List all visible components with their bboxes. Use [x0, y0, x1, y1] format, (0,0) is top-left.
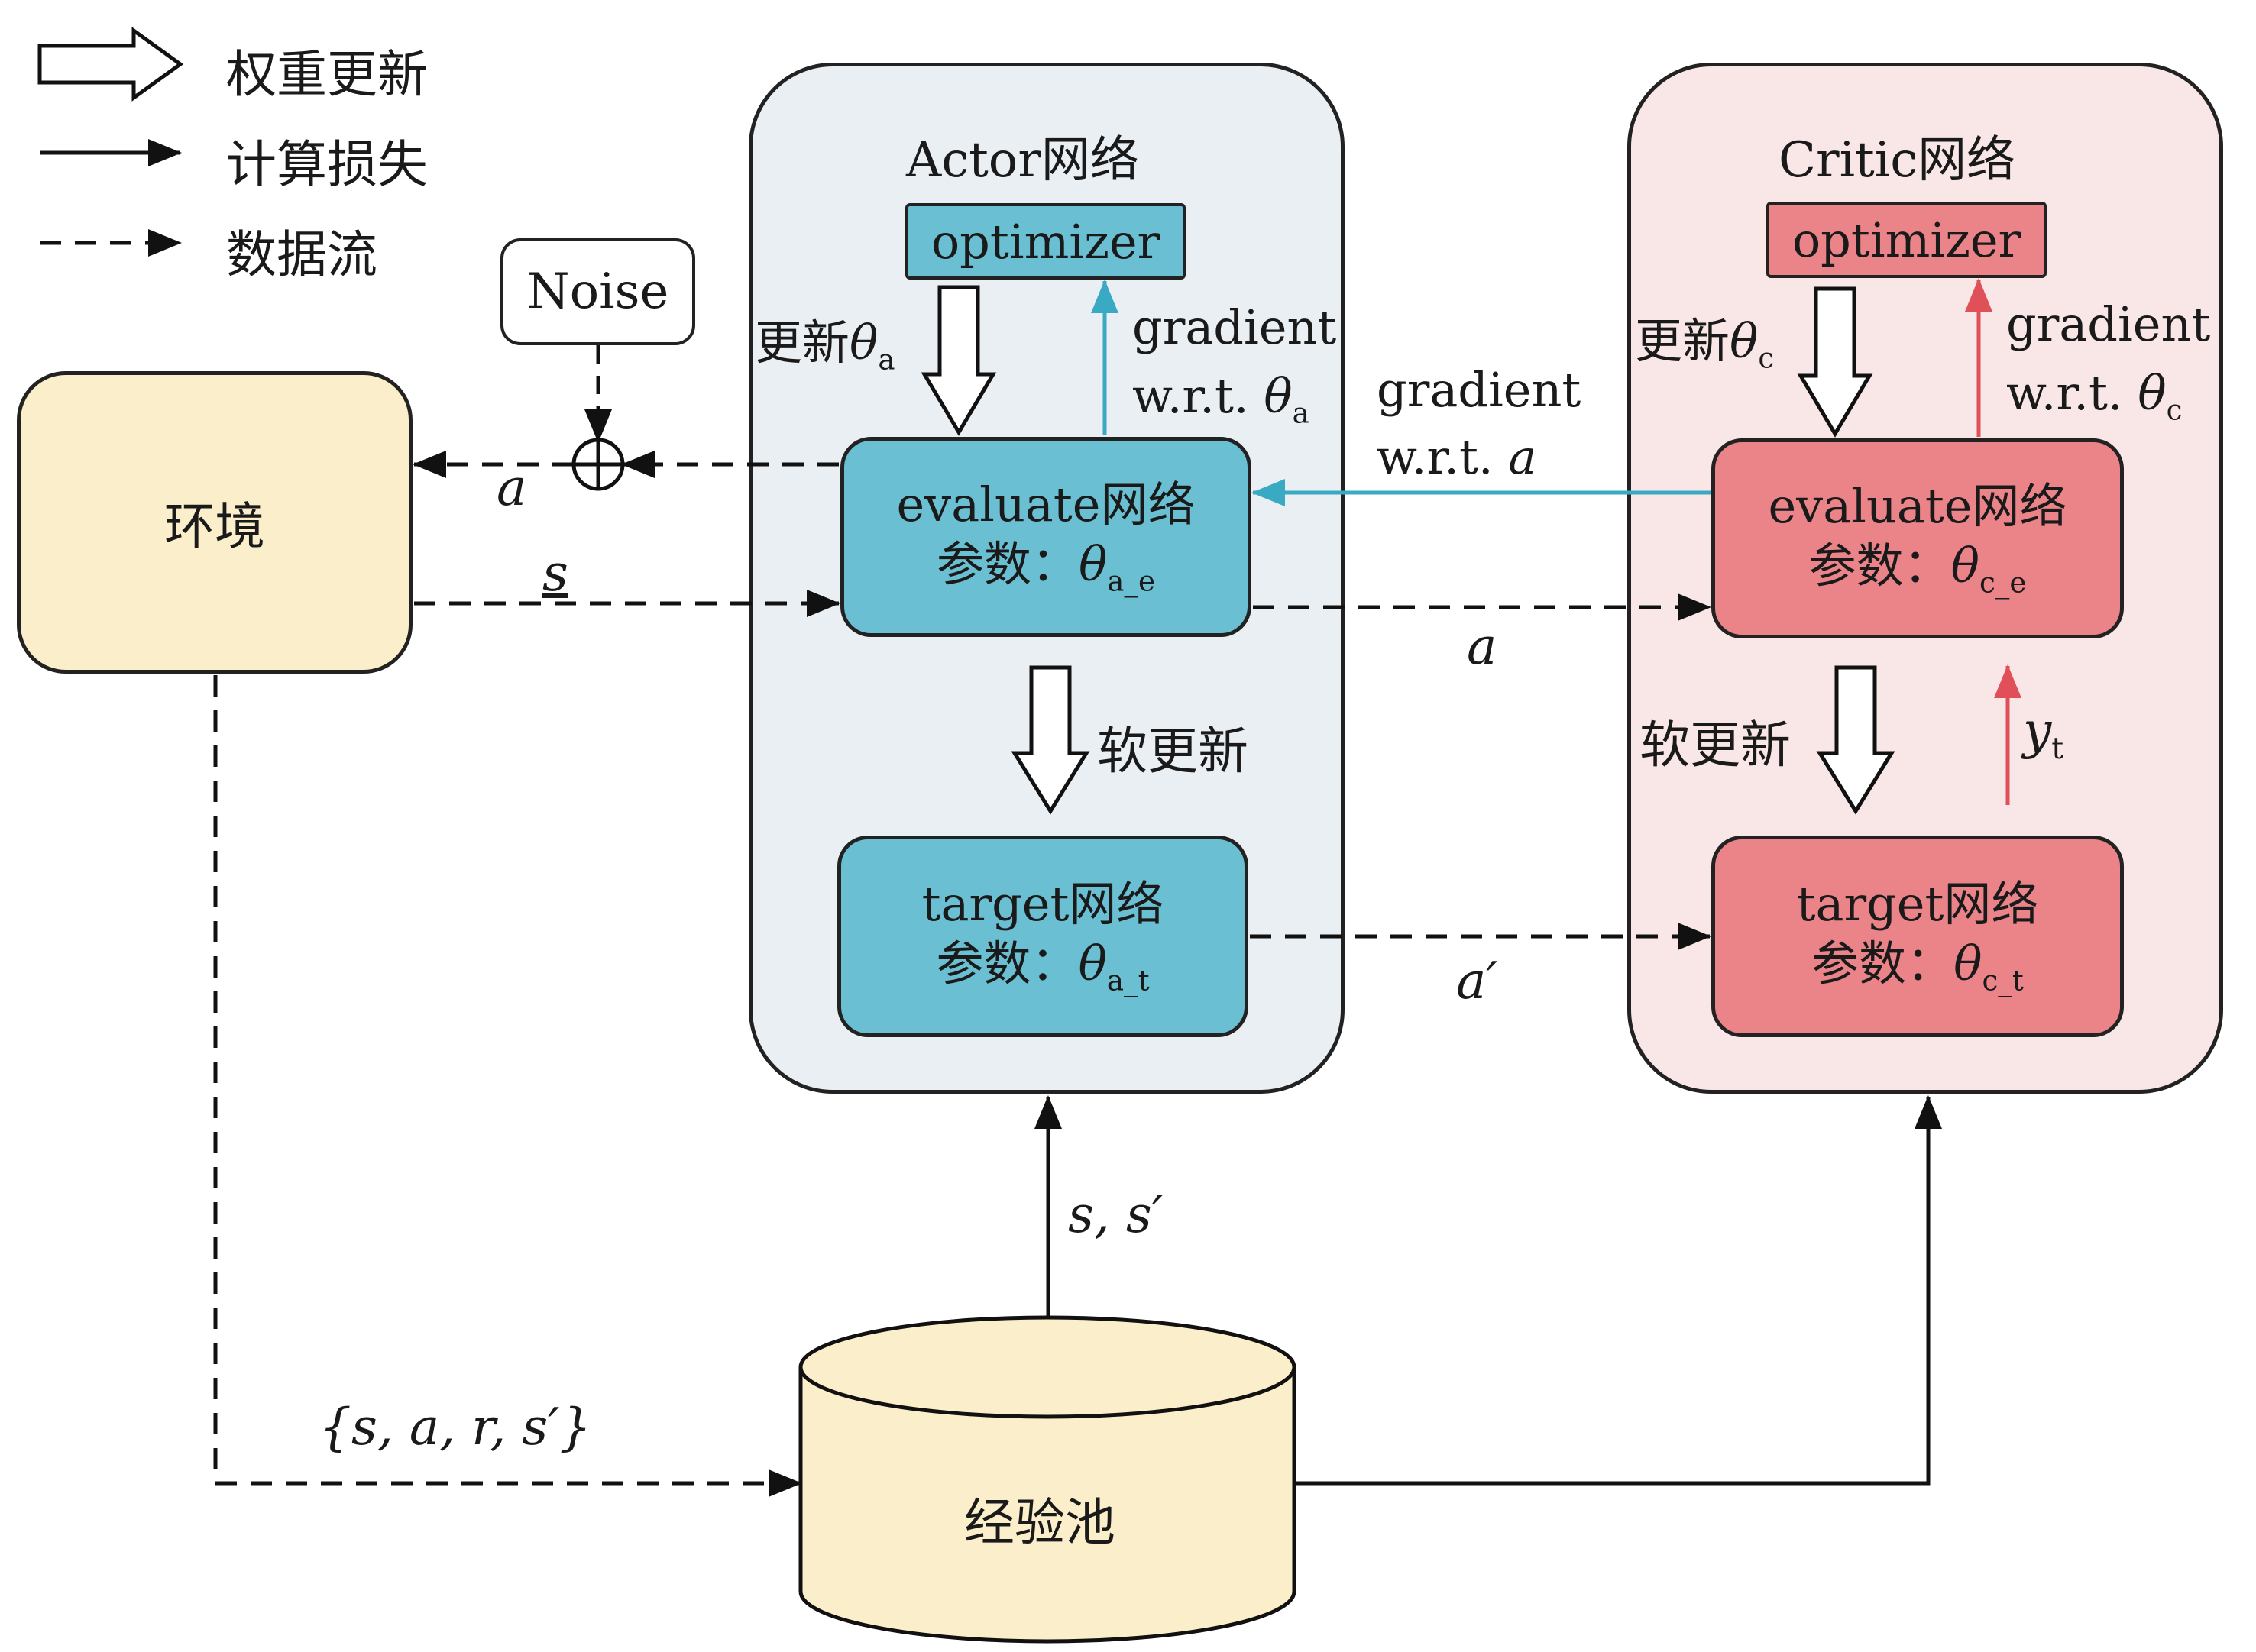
actor-evaluate-theta: θ — [1078, 535, 1108, 592]
actor-target-sub: a_t — [1106, 963, 1150, 997]
critic-update-theta: θ — [1730, 313, 1759, 369]
critic-target-name: target网络 — [1796, 876, 2039, 933]
transition-label: {s, a, r, s′} — [319, 1398, 592, 1456]
action-to-critic-label: a — [1467, 617, 1497, 676]
gradient-wrt-a-var: a — [1508, 429, 1537, 485]
actor-optimizer: optimizer — [905, 203, 1186, 280]
legend-weight-update-arrow — [37, 27, 184, 102]
next-action-label: a′ — [1456, 952, 1498, 1010]
critic-target-theta: θ — [1953, 935, 1982, 991]
critic-update-hollow-arrow — [1797, 286, 1873, 438]
actor-soft-update-label: 软更新 — [1097, 722, 1248, 781]
legend-weight-update-label: 权重更新 — [226, 45, 428, 104]
actor-wrt-theta: θ — [1264, 368, 1293, 424]
critic-evaluate-params: 参数：θc_e — [1809, 536, 2027, 600]
critic-wrt-theta: θ — [2138, 365, 2167, 421]
actor-optimizer-label: optimizer — [931, 213, 1160, 270]
gradient-wrt-a-label: gradient — [1377, 362, 1581, 418]
critic-wrt-text: w.r.t. — [2006, 365, 2123, 421]
replay-buffer-label: 经验池 — [964, 1493, 1115, 1552]
environment-label: 环境 — [164, 497, 265, 556]
critic-evaluate-name: evaluate网络 — [1768, 478, 2067, 535]
critic-evaluate-params-label: 参数： — [1808, 537, 1951, 593]
legend-compute-loss-label: 计算损失 — [226, 135, 428, 194]
actor-target-params: 参数：θa_t — [936, 934, 1149, 998]
transition-to-buffer-arrow — [213, 675, 802, 1497]
buffer-to-critic-arrow — [1294, 1095, 1942, 1486]
critic-wrt-label: w.r.t. θc — [2006, 365, 2182, 426]
critic-wrt-sub: c — [2166, 393, 2183, 427]
actor-target-network: target网络 参数：θa_t — [837, 836, 1248, 1037]
critic-soft-update-hollow-arrow — [1816, 665, 1895, 815]
yt-sub: t — [2051, 731, 2064, 767]
noise-box: Noise — [500, 238, 695, 345]
actor-update-hollow-arrow — [921, 285, 997, 436]
states-to-actor-label: s, s′ — [1068, 1185, 1164, 1244]
actor-target-params-label: 参数： — [936, 935, 1079, 991]
sum-junction — [571, 438, 625, 491]
actor-wrt-text: w.r.t. — [1132, 368, 1249, 424]
actor-update-text: 更新 — [755, 315, 850, 370]
state-to-actor-label: s — [542, 544, 568, 603]
gradient-wrt-a-label-line2: w.r.t. a — [1377, 429, 1536, 485]
actor-target-theta: θ — [1078, 935, 1107, 991]
yt-symbol: y — [2023, 701, 2052, 760]
actor-evaluate-network: evaluate网络 参数：θa_e — [840, 437, 1251, 637]
critic-evaluate-theta: θ — [1950, 537, 1979, 593]
actor-title: Actor网络 — [906, 132, 1139, 189]
gradient-wrt-a-wrt: w.r.t. — [1377, 429, 1494, 485]
critic-update-text: 更新 — [1635, 313, 1730, 369]
environment-box: 环境 — [17, 371, 413, 674]
yt-label: yt — [2023, 701, 2063, 766]
actor-evaluate-name: evaluate网络 — [896, 477, 1196, 533]
critic-optimizer: optimizer — [1766, 202, 2047, 278]
actor-gradient-label: gradient — [1132, 299, 1337, 355]
actor-update-theta: θ — [850, 315, 879, 370]
action-to-env-label: a — [497, 458, 527, 517]
critic-optimizer-label: optimizer — [1792, 212, 2021, 268]
noise-label: Noise — [526, 263, 669, 320]
critic-update-label: 更新θc — [1635, 302, 1774, 374]
legend-data-flow-label: 数据流 — [226, 225, 377, 284]
actor-update-label: 更新θa — [755, 304, 895, 376]
critic-update-sub: c — [1758, 341, 1775, 375]
critic-soft-update-label: 软更新 — [1639, 716, 1791, 774]
actor-target-name: target网络 — [921, 876, 1164, 933]
actor-evaluate-params: 参数：θa_e — [937, 535, 1155, 599]
actor-wrt-label: w.r.t. θa — [1132, 368, 1309, 429]
critic-evaluate-sub: c_e — [1979, 565, 2027, 600]
critic-target-params: 参数：θc_t — [1811, 934, 2024, 998]
actor-soft-update-hollow-arrow — [1011, 665, 1090, 815]
actor-evaluate-sub: a_e — [1107, 564, 1156, 598]
critic-evaluate-network: evaluate网络 参数：θc_e — [1711, 438, 2124, 638]
critic-target-network: target网络 参数：θc_t — [1711, 836, 2124, 1037]
actor-update-sub: a — [878, 342, 895, 377]
actor-evaluate-params-label: 参数： — [936, 535, 1079, 592]
actor-wrt-sub: a — [1292, 396, 1309, 430]
replay-buffer-cylinder — [798, 1315, 1296, 1644]
critic-title: Critic网络 — [1779, 132, 2016, 189]
critic-target-sub: c_t — [1982, 963, 2024, 997]
critic-gradient-label: gradient — [2006, 296, 2211, 352]
critic-target-params-label: 参数： — [1811, 935, 1954, 991]
